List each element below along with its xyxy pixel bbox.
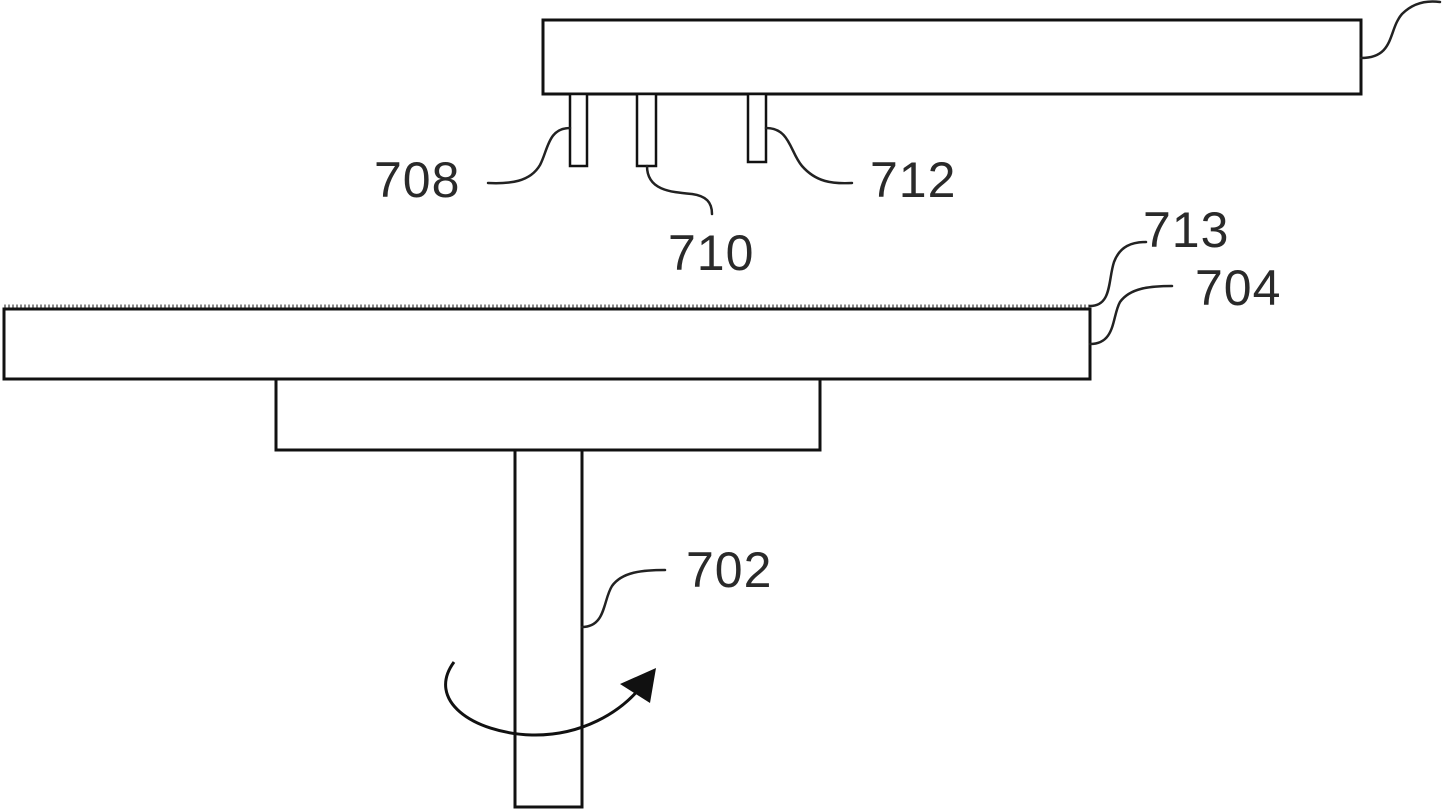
label-708: 708 [374, 152, 460, 208]
nozzle-708 [568, 92, 589, 168]
shaft-lead-line [580, 568, 667, 629]
label-702: 702 [686, 542, 772, 598]
shaft-702 [513, 448, 584, 809]
platen [2, 307, 1092, 381]
rotation-arrow-arc [444, 661, 642, 737]
nozzle-712 [746, 92, 768, 164]
label-713: 713 [1143, 202, 1229, 258]
upper-head [541, 18, 1363, 96]
platen-lead-line [1088, 284, 1174, 346]
platen-hub [274, 377, 822, 452]
nozzle-710-lead-line [645, 164, 714, 216]
upper-head-lead-line [1359, 0, 1442, 60]
surface-layer-lead-line [1088, 240, 1148, 308]
nozzle-708-lead-line [486, 126, 572, 185]
label-710: 710 [668, 225, 754, 281]
nozzle-712-lead-line [764, 126, 854, 185]
label-712: 712 [870, 152, 956, 208]
rotation-arrow-head [620, 668, 656, 703]
nozzle-710 [635, 92, 658, 168]
label-704: 704 [1195, 260, 1281, 316]
